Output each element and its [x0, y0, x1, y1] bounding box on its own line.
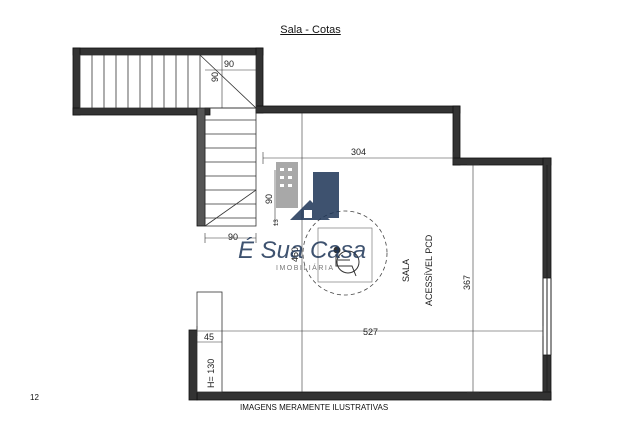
wheelchair-turning-circle [302, 210, 388, 296]
wall-stair-right [255, 47, 264, 114]
logo-building-icon [276, 162, 339, 220]
plan-title: Sala - Cotas [280, 24, 341, 36]
room-subtitle: ACESSÍVEL PCD [424, 234, 434, 306]
dim-top-run: 304 [351, 147, 366, 157]
dim-landing-depth: 90 [264, 194, 274, 204]
wall-mid-top [255, 105, 461, 114]
logo-watermark [276, 162, 339, 220]
dimension-lines [196, 55, 544, 393]
logo-text: É Sua Casa IMOBILIÁRIA [238, 237, 366, 272]
wall-shaft-left [196, 107, 206, 227]
room-labels: SALA ACESSÍVEL PCD [401, 234, 434, 306]
room-name: SALA [401, 259, 411, 282]
wheelchair-icon [333, 246, 360, 277]
logo-tagline: IMOBILIÁRIA [276, 263, 335, 272]
right-openings [542, 165, 552, 392]
dim-counter-depth: 45 [204, 332, 214, 342]
logo-brand: É Sua Casa [238, 237, 366, 264]
dim-stair-top-depth: 90 [210, 72, 220, 82]
caption: IMAGENS MERAMENTE ILUSTRATIVAS [240, 403, 389, 412]
wall-stair-bottom [72, 107, 211, 116]
wall-bottom [196, 391, 552, 401]
dim-room-depth: 460 [290, 247, 300, 262]
dim-room-width: 527 [363, 327, 378, 337]
wall-stair-top [72, 47, 264, 56]
stair-treads-top [79, 54, 257, 109]
dim-landing-width: 90 [228, 232, 238, 242]
dim-small-riser: 13 [274, 219, 280, 226]
dim-stair-top-width: 90 [224, 59, 234, 69]
dim-counter-height: H= 130 [206, 359, 216, 388]
dimension-labels: 90 90 304 90 13 90 460 367 527 45 H= 130 [204, 59, 472, 388]
wall-right-top [452, 157, 552, 166]
wall-mid-step [452, 105, 461, 166]
stair-treads-down [204, 107, 257, 227]
page-number: 12 [30, 393, 39, 402]
wall-stair-left [72, 47, 81, 116]
dim-right-height: 367 [462, 275, 472, 290]
wall-left-lower [188, 329, 198, 401]
